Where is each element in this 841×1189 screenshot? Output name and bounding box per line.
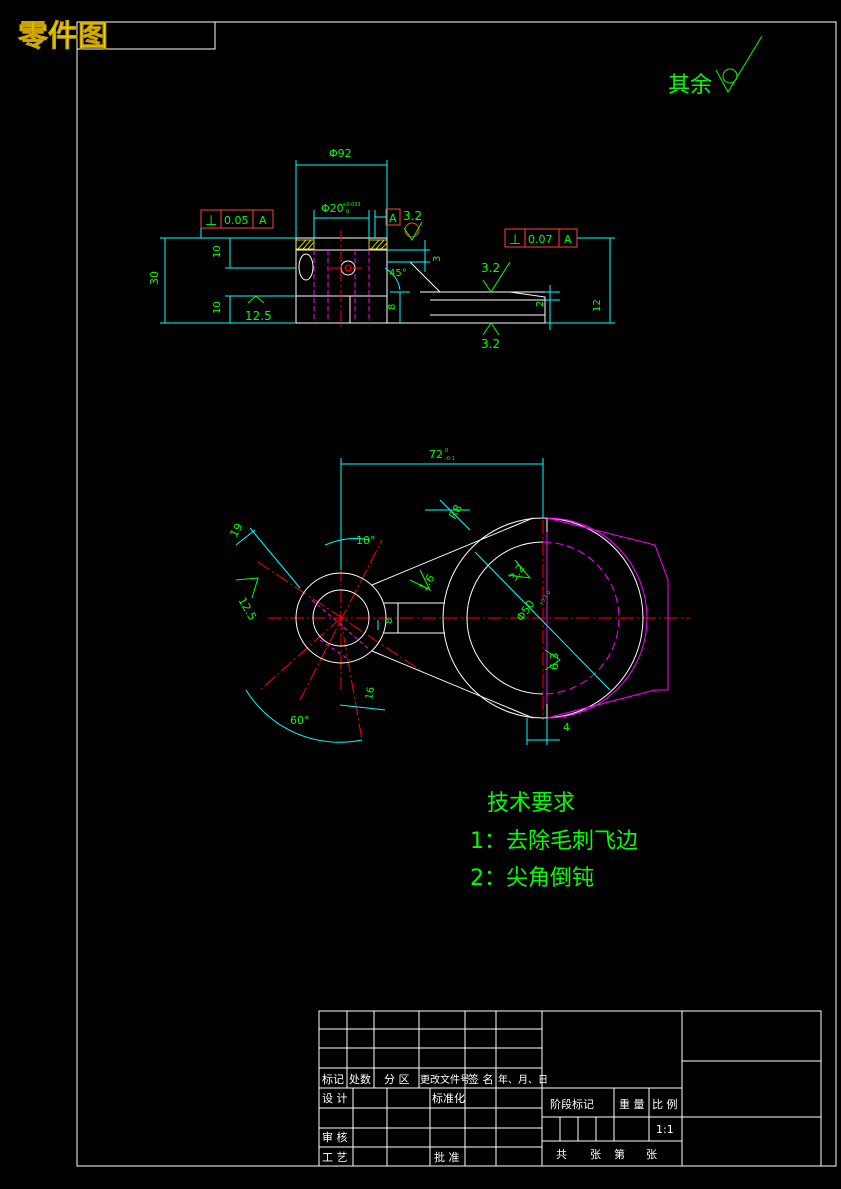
dim-h3: 3: [432, 256, 443, 262]
perp1-value: 0.05: [224, 214, 249, 227]
dim-d20: Φ20: [321, 202, 344, 215]
dim-h10a: 10: [212, 245, 223, 258]
dim-d50: Φ50: [514, 598, 538, 624]
tb-approve: 批 准: [434, 1150, 460, 1164]
dim-w4: 4: [563, 721, 570, 734]
tb-zone: 分 区: [384, 1073, 410, 1086]
tb-count: 处数: [349, 1073, 371, 1086]
tb-total: 共: [556, 1148, 567, 1161]
tb-std: 标准化: [432, 1091, 465, 1105]
perp2-value: 0.07: [528, 233, 553, 246]
tb-date: 年、月、日: [498, 1073, 548, 1086]
fcf-perp-007: ⊥ 0.07 A: [504, 228, 578, 248]
tb-weight: 重 量: [619, 1097, 645, 1111]
tech-heading: 技术要求: [487, 791, 575, 816]
dim-r8-top: R8: [446, 502, 465, 521]
section-hatch: [295, 239, 388, 250]
tech-requirements: 技术要求 1：去除毛刺飞边 2：尖角倒钝: [470, 791, 638, 891]
dim-a45: 45°: [389, 268, 407, 279]
roughness-r2: 3.2: [481, 261, 500, 275]
top-centerlines: [257, 520, 690, 741]
front-roughness-marks: [247, 221, 511, 336]
dim-d20-tol-lo: 0: [346, 209, 349, 215]
datum-a-label: A: [389, 212, 397, 225]
tb-scale-value: 1:1: [656, 1123, 674, 1136]
tb-sheet: 张: [646, 1148, 657, 1161]
dim-l72: 72: [429, 448, 443, 461]
front-outline: [295, 237, 546, 324]
roughness-r3: 3.2: [481, 337, 500, 351]
front-view: Φ92 Φ20 +0.033 0 30 10 10 3 8 2 12 45° ⊥…: [148, 147, 615, 351]
tech-item-1: 1：去除毛刺飞边: [470, 829, 638, 854]
tb-review: 审 核: [322, 1130, 348, 1144]
dim-r19: 19: [227, 521, 245, 540]
roughness-r6: 1.6: [417, 572, 438, 594]
perp1-datum: A: [259, 214, 267, 227]
tb-doc: 更改文件号: [420, 1073, 470, 1086]
perp2-datum: A: [564, 233, 572, 246]
tb-no: 第: [614, 1147, 625, 1161]
surface-note: 其余: [668, 73, 712, 98]
roughness-r8: 6.3: [548, 653, 561, 671]
roughness-r1: 3.2: [403, 209, 422, 223]
dim-h30: 30: [148, 271, 161, 285]
front-holes: [298, 253, 356, 281]
roughness-r7: 3.2: [507, 562, 528, 584]
title-block: [318, 1010, 822, 1167]
dim-h2: 2: [535, 301, 546, 307]
tb-sign: 签 名: [468, 1072, 494, 1086]
roughness-symbol-general: [715, 35, 763, 94]
top-hidden-lines: [311, 599, 371, 661]
tb-mark: 标记: [322, 1072, 344, 1086]
dim-w8: 8: [384, 618, 395, 624]
front-hidden-lines: [313, 250, 370, 323]
top-roughness-marks: [235, 559, 561, 671]
dim-h10b: 10: [212, 301, 223, 314]
tb-sheets: 张: [590, 1148, 601, 1161]
fork-jaw: [542, 517, 669, 719]
roughness-r5: 12.5: [235, 595, 259, 623]
roughness-r4: 12.5: [245, 309, 272, 323]
tb-design: 设 计: [322, 1092, 348, 1105]
title-box: [76, 21, 216, 50]
dim-r16: 16: [364, 686, 377, 700]
tb-scale: 比 例: [652, 1097, 678, 1111]
perp-symbol: ⊥: [509, 232, 521, 248]
outer-border: [76, 21, 837, 1167]
sheet-title: 零件图: [18, 19, 108, 54]
dim-a60: 60°: [290, 714, 310, 727]
dim-l72-tol-lo: -0.1: [445, 456, 455, 462]
fcf-perp-005: ⊥ 0.05 A: [200, 209, 274, 238]
top-view: 72 0 -0.1 19 R8 8 Φ50 4 10° 60° 16 +0.1 …: [227, 448, 690, 745]
top-dim-lines: [235, 458, 611, 745]
perp-symbol: ⊥: [205, 213, 217, 229]
tb-stage: 阶段标记: [550, 1097, 594, 1111]
tech-item-2: 2：尖角倒钝: [470, 866, 594, 891]
dim-l72-tol-up: 0: [445, 448, 448, 454]
dim-d20-tol-up: +0.033: [342, 202, 361, 208]
dim-h12: 12: [592, 299, 603, 312]
title-block-text: 标记 处数 分 区 更改文件号 签 名 年、月、日 设 计 标准化 阶段标记 重…: [322, 1072, 678, 1164]
dim-d50-tol: +0.1 0: [538, 590, 553, 607]
front-centerlines: [330, 230, 362, 330]
dim-h8: 8: [387, 304, 398, 310]
tb-process: 工 艺: [322, 1151, 348, 1164]
dim-a10: 10°: [356, 534, 376, 547]
dim-d92: Φ92: [329, 147, 352, 160]
datum-a: A: [374, 208, 401, 238]
